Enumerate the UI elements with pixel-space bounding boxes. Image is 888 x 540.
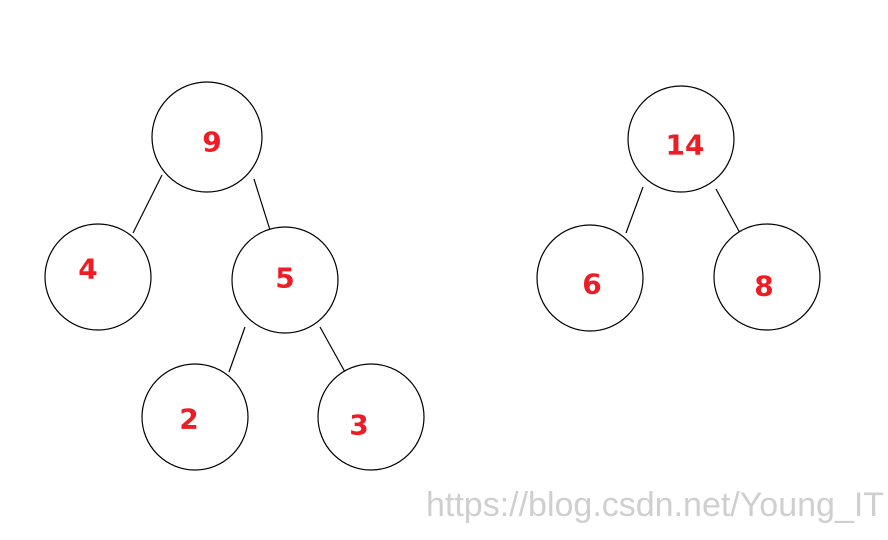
node-label: 14: [666, 129, 705, 162]
tree-node-n14: 14: [627, 85, 735, 193]
edge-n5-n2: [228, 326, 246, 373]
tree-node-n2: 2: [141, 363, 249, 471]
watermark-text: https://blog.csdn.net/Young_IT: [426, 486, 885, 524]
edge-n9-n5: [253, 178, 271, 231]
node-label: 3: [349, 409, 368, 442]
edge-n14-n8: [715, 188, 741, 234]
nodes-layer: 9 4 5 2 3 14 6 8: [44, 81, 821, 471]
edge-n14-n6: [625, 186, 644, 234]
node-label: 8: [754, 270, 773, 303]
tree-node-n6: 6: [536, 224, 644, 332]
node-circle: [536, 224, 644, 332]
tree-node-n3: 3: [317, 363, 425, 471]
edges-layer: [132, 174, 741, 373]
tree-node-n5: 5: [231, 226, 339, 334]
node-label: 6: [582, 268, 601, 301]
tree-node-n4: 4: [44, 223, 152, 331]
edge-n9-n4: [132, 174, 163, 234]
node-circle: [44, 223, 152, 331]
node-circle: [151, 81, 263, 193]
node-circle: [231, 226, 339, 334]
node-label: 9: [202, 126, 221, 159]
node-circle: [713, 223, 821, 331]
node-label: 2: [179, 403, 198, 436]
node-circle: [317, 363, 425, 471]
tree-node-n8: 8: [713, 223, 821, 331]
edge-n5-n3: [319, 326, 346, 373]
node-label: 5: [275, 262, 294, 295]
node-circle: [141, 363, 249, 471]
tree-node-n9: 9: [151, 81, 263, 193]
node-label: 4: [78, 253, 97, 286]
node-circle: [627, 85, 735, 193]
